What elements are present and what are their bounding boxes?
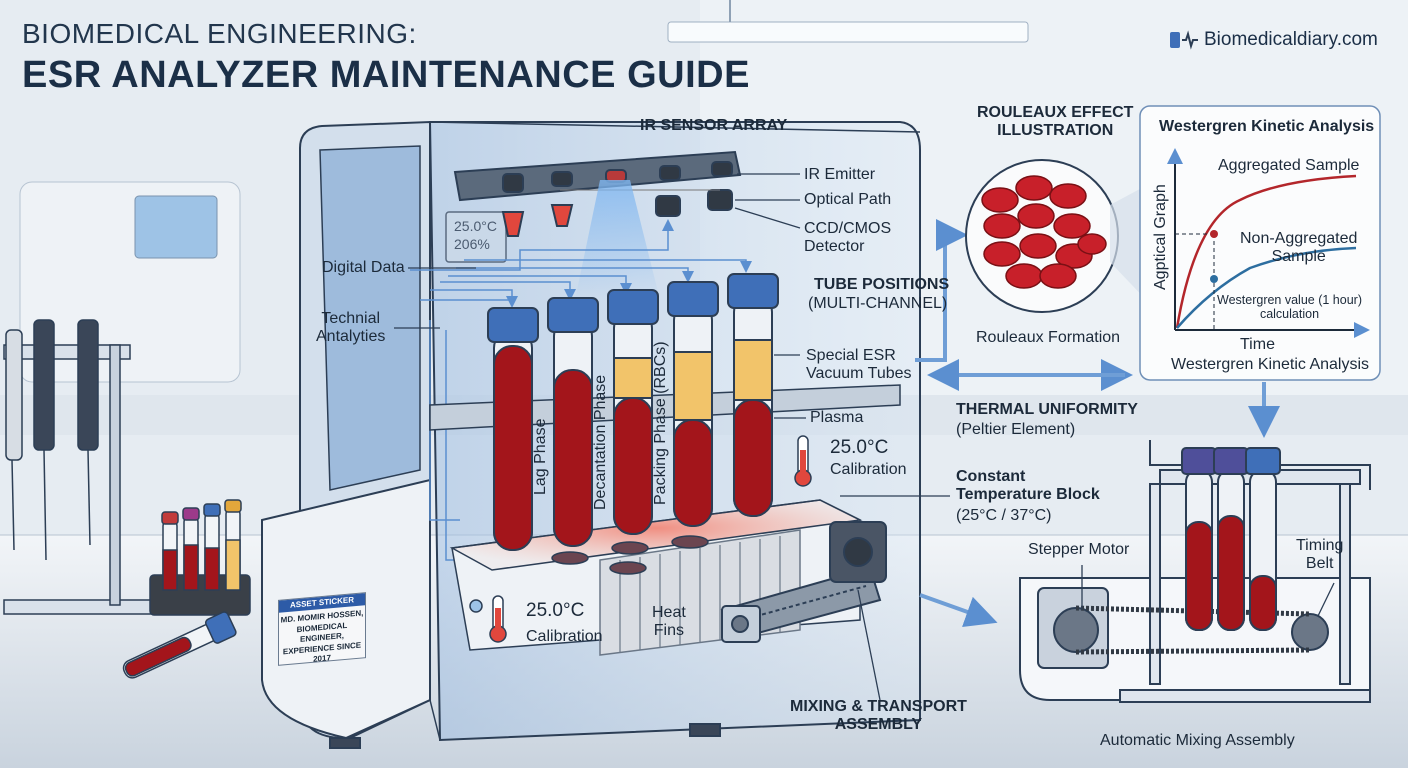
- stepper-motor-label: Stepper Motor: [1028, 541, 1130, 558]
- tube-1: [487, 307, 539, 551]
- thermal-uniformity-sub: (Peltier Element): [956, 421, 1076, 438]
- kinetic-y-axis-label: Agptical Graph: [1152, 184, 1169, 290]
- timing-belt-label: Timing Belt: [1296, 537, 1344, 573]
- tube-4: [667, 281, 719, 527]
- kinetic-caption: Westergren Kinetic Analysis: [1171, 356, 1370, 373]
- rouleaux-caption: Rouleaux Formation: [976, 329, 1121, 346]
- digital-data-label: Digital Data: [322, 259, 405, 276]
- thermo-right-cal: Calibration: [830, 461, 907, 478]
- tube-positions-sub: (MULTI-CHANNEL): [808, 295, 948, 312]
- ir-sensor-array-title: IR SENSOR ARRAY: [640, 117, 788, 134]
- packing-phase-label: Packing Phase (RBCs): [652, 341, 669, 505]
- sample-tube-rack: [122, 499, 251, 679]
- flow-arrows: [915, 219, 1280, 627]
- non-aggregated-curve: [1176, 246, 1357, 329]
- westergren-note: Westergren value (1 hour) calculation: [1217, 293, 1362, 322]
- tube-2: [547, 297, 599, 547]
- heat-fins-label: Heat Fins: [652, 604, 686, 640]
- stepper-motor-assembly: [720, 521, 887, 643]
- esr-tubes: [487, 273, 779, 551]
- lag-phase-label: Lag Phase: [532, 418, 549, 495]
- ir-sensor-array: [453, 150, 742, 300]
- brand-link[interactable]: Biomedicaldiary.com: [1204, 29, 1378, 50]
- aggregated-curve: [1175, 174, 1357, 329]
- callout-lines: [394, 173, 950, 701]
- optical-path-label: Optical Path: [804, 191, 892, 208]
- non-aggregated-label: Non-Aggregated Sample: [1240, 230, 1358, 266]
- page-title-line2: ESR ANALYZER MAINTENANCE GUIDE: [22, 54, 750, 96]
- screen-temp: 25.0°C: [454, 218, 497, 234]
- analyzer-screen: 25.0°C 206%: [454, 218, 497, 253]
- tube-positions-title: TUBE POSITIONS: [814, 276, 950, 293]
- mixing-caption: Automatic Mixing Assembly: [1100, 732, 1295, 749]
- screen-value: 206%: [454, 235, 490, 252]
- temperature-block-sub: (25°C / 37°C): [956, 507, 1052, 524]
- decantation-phase-label: Decantation Phase: [592, 374, 609, 510]
- thermometer-icon: [469, 435, 812, 643]
- temperature-block-title: Constant Temperature Block: [956, 468, 1100, 504]
- kinetic-x-axis-label: Time: [1240, 336, 1275, 353]
- thermo-front-cal: Calibration: [526, 628, 603, 645]
- aggregated-label: Aggregated Sample: [1218, 157, 1360, 174]
- ir-emitter-label: IR Emitter: [804, 166, 876, 183]
- detector-label: CCD/CMOS Detector: [804, 220, 892, 256]
- technial-label: Technial Antalyties: [316, 310, 386, 346]
- thermo-front-temp: 25.0°C: [526, 600, 585, 621]
- tube-5: [727, 273, 779, 517]
- asset-sticker: ASSET STICKER MD. MOMIR HOSSEN, BIOMEDIC…: [278, 592, 366, 666]
- page-title-line1: BIOMEDICAL ENGINEERING:: [22, 18, 417, 49]
- thermo-right-temp: 25.0°C: [830, 437, 889, 458]
- asset-sticker-body: MD. MOMIR HOSSEN, BIOMEDICAL ENGINEER, E…: [280, 608, 364, 664]
- heart-monitor-icon: [1168, 28, 1200, 52]
- mixing-transport-title: MIXING & TRANSPORT ASSEMBLY: [790, 698, 967, 734]
- rouleaux-illustration: [965, 159, 1175, 330]
- mixing-assembly: [1019, 440, 1371, 703]
- plasma-label: Plasma: [810, 409, 864, 426]
- kinetic-panel-title: Westergren Kinetic Analysis: [1159, 118, 1375, 135]
- thermal-uniformity-title: THERMAL UNIFORMITY: [956, 401, 1138, 418]
- analyzer-display: [445, 211, 507, 263]
- rouleaux-title: ROULEAUX EFFECT ILLUSTRATION: [977, 104, 1134, 140]
- pipette-rack: [3, 319, 155, 615]
- tube-3: [607, 289, 659, 535]
- mixing-tubes: [1181, 447, 1281, 631]
- kinetic-graph: [1139, 105, 1381, 381]
- special-tubes-label: Special ESR Vacuum Tubes: [806, 347, 912, 383]
